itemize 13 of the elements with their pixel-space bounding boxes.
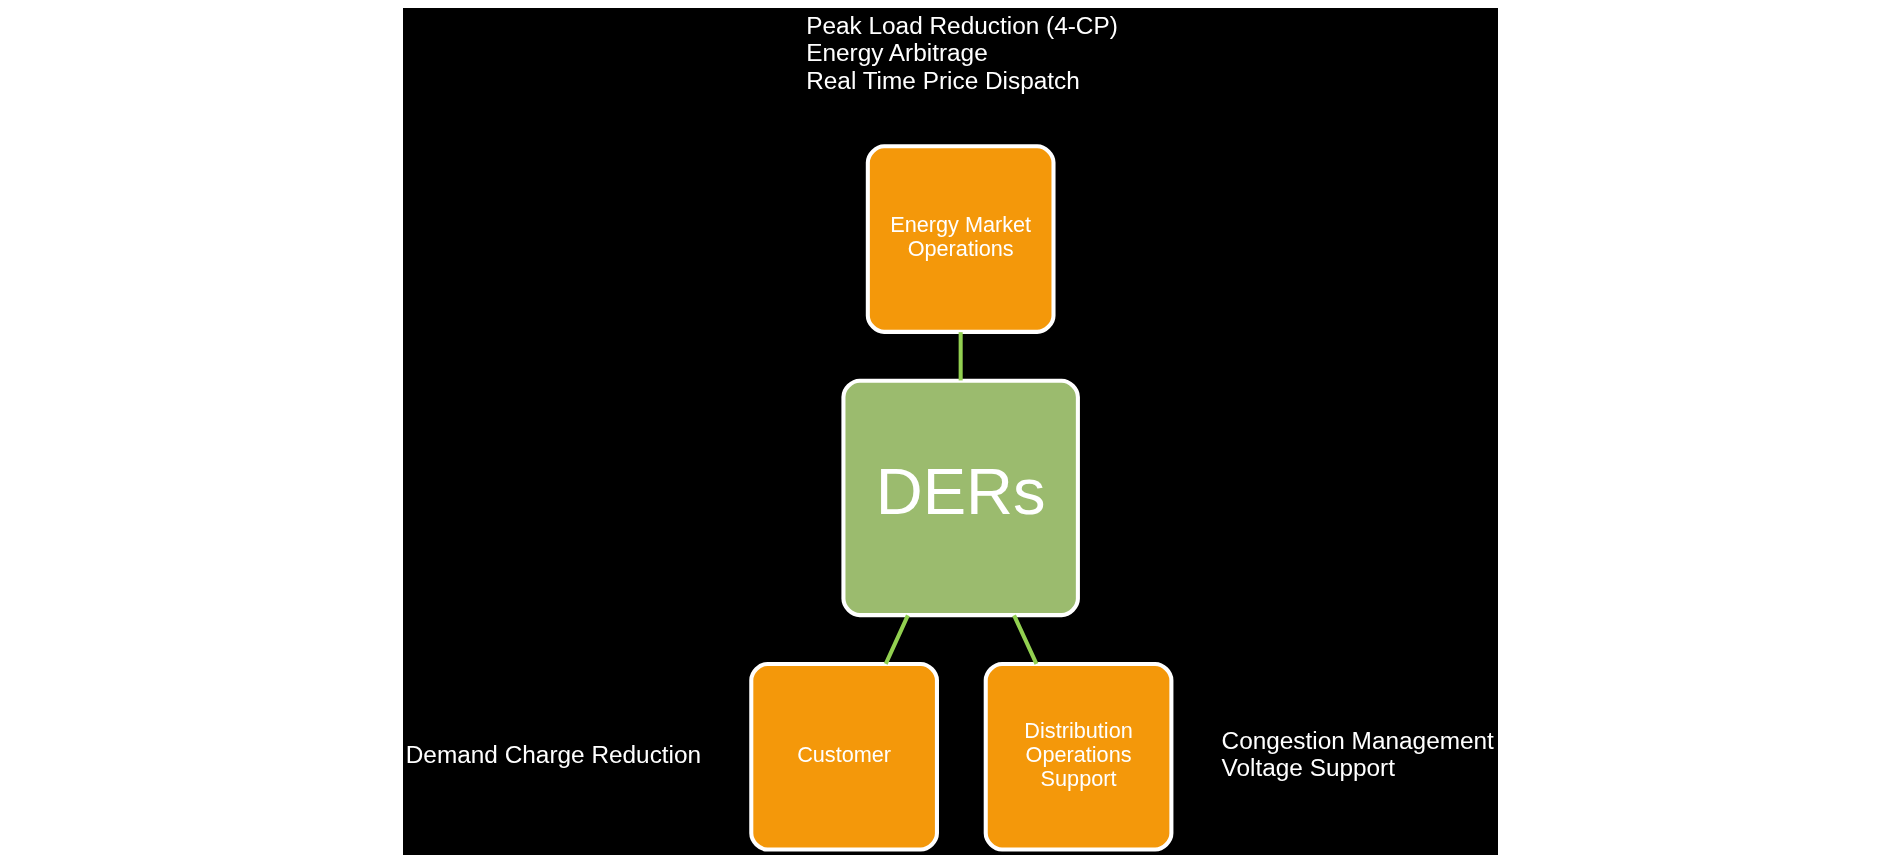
node-label: Demand Charge Reduction — [405, 740, 702, 768]
node-box: Energy Market Operations — [865, 144, 1056, 334]
node-box: DERs — [841, 378, 1080, 618]
connector — [1012, 614, 1039, 665]
node-label: Voltage Support — [1221, 754, 1396, 782]
node-label: Energy Arbitrage — [806, 39, 988, 67]
node-label: Real Time Price Dispatch — [806, 66, 1080, 94]
node-label: Congestion Management — [1221, 727, 1494, 755]
node-label: Peak Load Reduction (4-CP) — [806, 12, 1118, 40]
connector — [883, 614, 910, 665]
node-box: Customer — [749, 661, 939, 852]
connector — [958, 332, 963, 381]
node-box: Distribution Operations Support — [983, 661, 1174, 852]
